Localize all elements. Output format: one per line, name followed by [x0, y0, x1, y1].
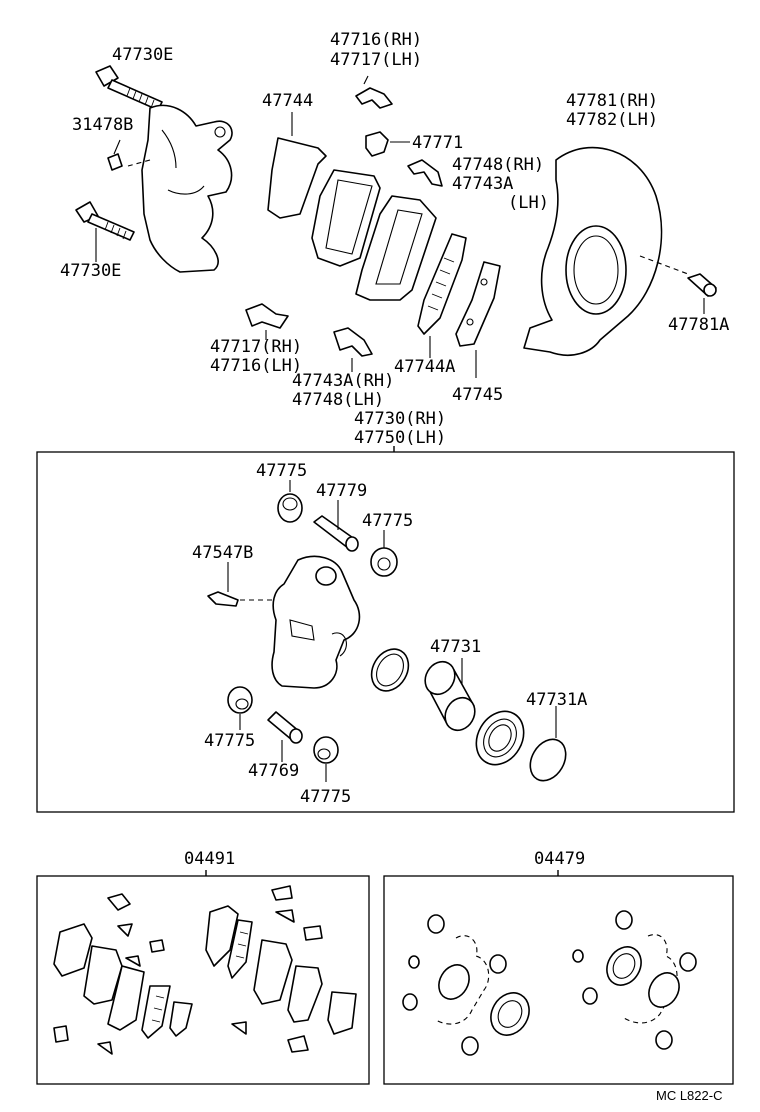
kit-seals-frame [383, 875, 734, 1085]
label-indicator: 47745 [452, 385, 503, 405]
clip-47771-part [365, 131, 410, 157]
label-boot-top: 47775 [256, 461, 307, 481]
bolt-lower-part [75, 201, 135, 262]
label-shield-bolt: 47781A [668, 315, 729, 335]
anti-squeal-shim-part [267, 112, 327, 219]
snap-ring-part [529, 706, 567, 782]
label-anti-squeal-shim: 47744 [262, 91, 313, 111]
label-bleeder-cap: 31478B [72, 115, 133, 135]
dust-shield-part [523, 146, 689, 356]
label-boot-bottom: 47775 [300, 787, 351, 807]
label-clip-bottom-rh: 47717(RH) [210, 337, 302, 357]
caliper-assembly-frame [36, 451, 735, 813]
bolt-upper-part [95, 65, 163, 111]
diagram-code: MC L822-C [656, 1088, 722, 1103]
label-clip-top-rh: 47716(RH) [330, 30, 422, 50]
label-spring-rh: 47748(RH) [452, 155, 544, 175]
label-boot-left: 47775 [204, 731, 255, 751]
spring-bottom-part [333, 327, 373, 372]
label-bolt-lower: 47730E [60, 261, 121, 281]
label-bolt-upper: 47730E [112, 45, 173, 65]
spring-part [407, 159, 443, 187]
label-kit-pads: 04491 [184, 849, 235, 869]
piston-seal-part [370, 648, 410, 692]
slide-pin-bottom-part [267, 711, 303, 762]
kit-pads-frame [36, 875, 370, 1085]
brake-pad-outer-part [311, 169, 381, 267]
label-spring-lh-tag: (LH) [508, 193, 549, 213]
label-shim-a: 47744A [394, 357, 455, 377]
boot-bottom-part [313, 736, 339, 782]
clip-bottom-part [245, 303, 289, 340]
caliper-bracket-part [127, 104, 233, 273]
clip-top-part [355, 75, 393, 109]
label-piston-ring: 47731A [526, 690, 587, 710]
label-clip-bottom-lh: 47716(LH) [210, 356, 302, 376]
label-shield-lh: 47782(LH) [566, 110, 658, 130]
label-shield-rh: 47781(RH) [566, 91, 658, 111]
piston-boot-part [475, 710, 525, 766]
label-bleeder: 47547B [192, 543, 253, 563]
label-piston-seal: 47731 [430, 637, 481, 657]
label-clip-47771: 47771 [412, 133, 463, 153]
label-boot-right: 47775 [362, 511, 413, 531]
kit-seals-contents [402, 910, 697, 1056]
label-caliper-lh: 47750(LH) [354, 428, 446, 448]
shield-bolt-part [687, 273, 717, 314]
label-kit-seals: 04479 [534, 849, 585, 869]
brake-pad-inner-part [355, 195, 437, 301]
slide-pin-top-part [313, 500, 359, 552]
label-spring-bottom-lh: 47748(LH) [292, 390, 384, 410]
bleeder-part [207, 562, 276, 607]
label-pin-bottom: 47769 [248, 761, 299, 781]
wear-indicator-part [455, 261, 501, 378]
piston-part [424, 660, 476, 732]
label-pin-top: 47779 [316, 481, 367, 501]
label-clip-top-lh: 47717(LH) [330, 50, 422, 70]
label-spring-bottom-rh: 47743A(RH) [292, 371, 394, 391]
anti-squeal-shim-a-part [417, 233, 467, 358]
caliper-body-part [271, 555, 361, 689]
bleeder-cap-part [107, 139, 123, 171]
label-spring-lh: 47743A [452, 174, 513, 194]
boot-left-part [227, 686, 253, 730]
kit-pads-contents [53, 885, 357, 1055]
boot-right-part [370, 530, 398, 577]
label-caliper-rh: 47730(RH) [354, 409, 446, 429]
boot-top-part [277, 480, 303, 523]
